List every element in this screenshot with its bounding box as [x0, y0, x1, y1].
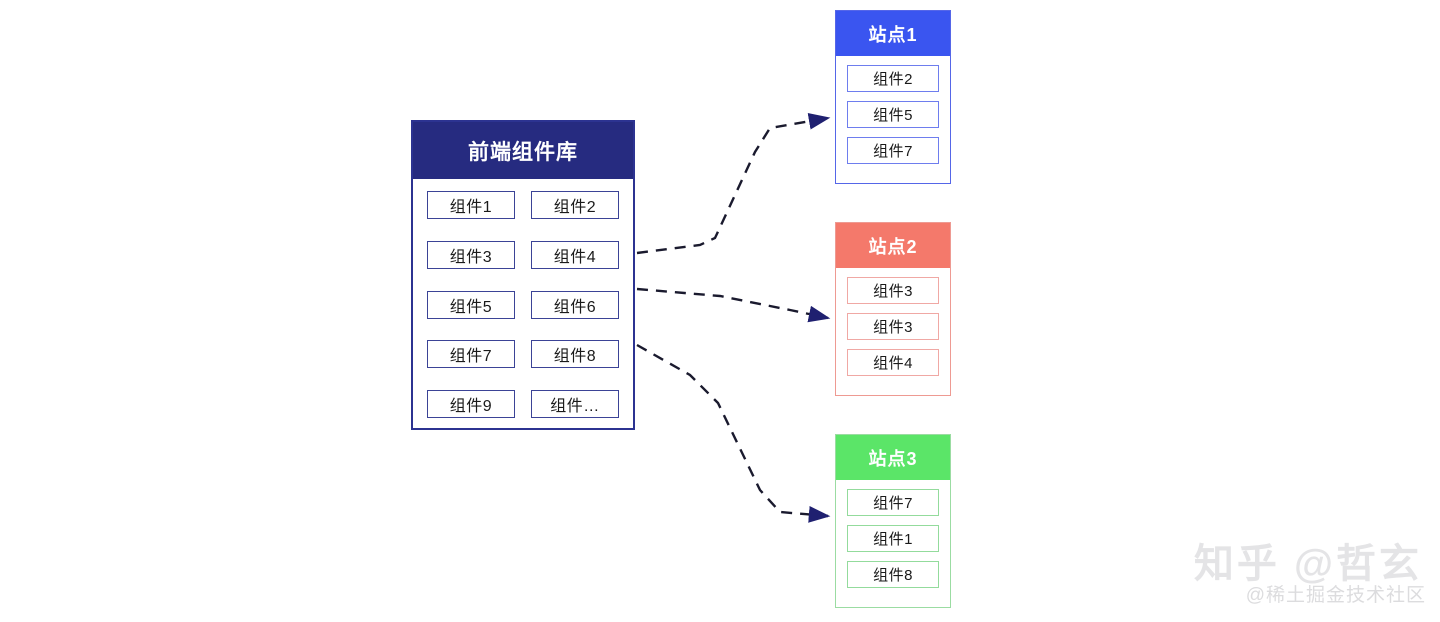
- site-3-component-chip[interactable]: 组件8: [847, 561, 939, 588]
- site-1-component-chip[interactable]: 组件2: [847, 65, 939, 92]
- site-1-title: 站点1: [836, 11, 950, 56]
- site-3-title: 站点3: [836, 435, 950, 480]
- site-2-component-chip[interactable]: 组件3: [847, 277, 939, 304]
- library-component-chip[interactable]: 组件9: [427, 390, 515, 418]
- site-2-components: 组件3 组件3 组件4: [836, 268, 950, 395]
- site-2-title: 站点2: [836, 223, 950, 268]
- site-1-component-chip[interactable]: 组件5: [847, 101, 939, 128]
- site-box-3: 站点3 组件7 组件1 组件8: [835, 434, 951, 608]
- library-row: 组件7 组件8: [427, 340, 619, 369]
- site-1-component-chip[interactable]: 组件7: [847, 137, 939, 164]
- library-component-chip[interactable]: 组件7: [427, 340, 515, 369]
- library-component-chip-more[interactable]: 组件…: [531, 390, 619, 418]
- library-component-chip[interactable]: 组件2: [531, 191, 619, 219]
- site-3-components: 组件7 组件1 组件8: [836, 480, 950, 607]
- library-component-chip[interactable]: 组件8: [531, 340, 619, 369]
- library-component-chip[interactable]: 组件4: [531, 240, 619, 269]
- library-component-chip[interactable]: 组件6: [531, 290, 619, 319]
- site-2-component-chip[interactable]: 组件4: [847, 349, 939, 376]
- component-library-title: 前端组件库: [413, 122, 633, 179]
- library-component-chip[interactable]: 组件5: [427, 290, 515, 319]
- watermark-primary: 知乎 @哲玄: [1193, 542, 1422, 586]
- library-row: 组件9 组件…: [427, 390, 619, 418]
- library-row: 组件3 组件4: [427, 240, 619, 269]
- library-row: 组件5 组件6: [427, 290, 619, 319]
- site-box-1: 站点1 组件2 组件5 组件7: [835, 10, 951, 184]
- component-library-box: 前端组件库 组件1 组件2 组件3 组件4 组件5 组件6 组件7 组件8 组件…: [411, 120, 635, 430]
- site-1-components: 组件2 组件5 组件7: [836, 56, 950, 183]
- connector-library-to-site-2: [636, 287, 831, 323]
- library-component-chip[interactable]: 组件1: [427, 191, 515, 219]
- site-box-2: 站点2 组件3 组件3 组件4: [835, 222, 951, 396]
- library-row: 组件1 组件2: [427, 191, 619, 219]
- site-2-component-chip[interactable]: 组件3: [847, 313, 939, 340]
- site-3-component-chip[interactable]: 组件1: [847, 525, 939, 552]
- library-component-chip[interactable]: 组件3: [427, 240, 515, 269]
- connector-library-to-site-3: [636, 343, 831, 523]
- component-library-grid: 组件1 组件2 组件3 组件4 组件5 组件6 组件7 组件8 组件9 组件…: [413, 179, 633, 428]
- connector-library-to-site-1: [636, 112, 831, 255]
- watermark-secondary: @稀土掘金技术社区: [1245, 585, 1426, 606]
- site-3-component-chip[interactable]: 组件7: [847, 489, 939, 516]
